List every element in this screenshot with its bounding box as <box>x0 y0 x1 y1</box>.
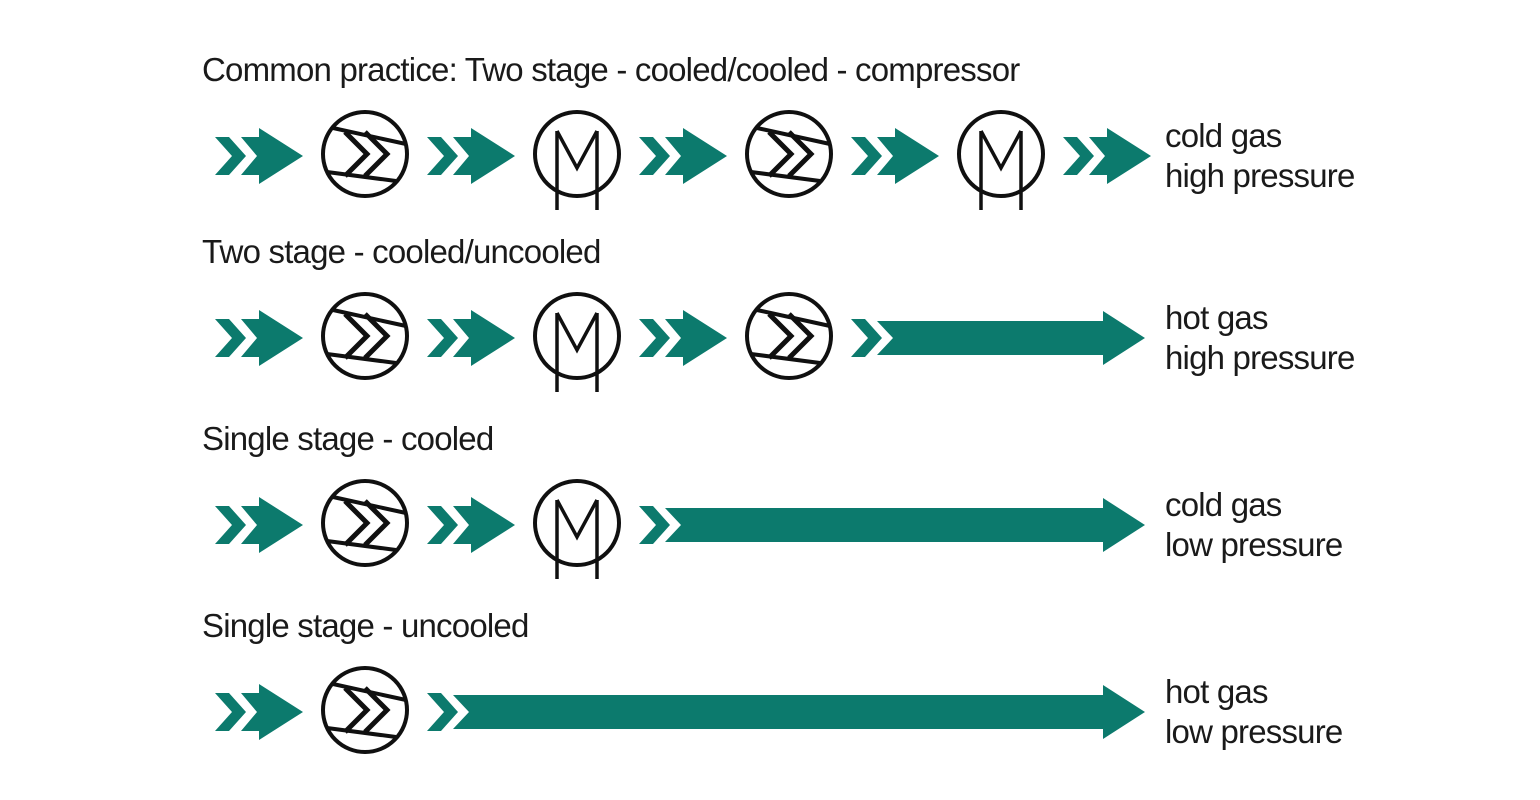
motor-icon <box>533 292 621 398</box>
long-flow-arrow-icon <box>639 495 1145 555</box>
double-chevron-arrow-icon <box>215 495 303 555</box>
row-title: Two stage - cooled/uncooled <box>202 233 601 270</box>
compressor-icon <box>321 479 409 571</box>
compressor-icon <box>321 110 409 202</box>
double-chevron-arrow-icon <box>1063 126 1151 186</box>
motor-icon <box>957 110 1045 216</box>
double-chevron-arrow-icon <box>639 308 727 368</box>
double-chevron-arrow-icon <box>427 308 515 368</box>
compressor-icon <box>321 292 409 384</box>
flow-label-line2: low pressure <box>1165 713 1343 750</box>
row-title: Common practice: Two stage - cooled/cool… <box>202 51 1020 88</box>
long-flow-arrow-icon <box>851 308 1145 368</box>
flow-label-line2: low pressure <box>1165 526 1343 563</box>
flow-label-line1: cold gas <box>1165 117 1282 154</box>
motor-icon <box>533 110 621 216</box>
double-chevron-arrow-icon <box>215 308 303 368</box>
double-chevron-arrow-icon <box>427 126 515 186</box>
double-chevron-arrow-icon <box>427 495 515 555</box>
long-flow-arrow-icon <box>427 682 1145 742</box>
flow-label-line1: hot gas <box>1165 299 1268 336</box>
compressor-icon <box>745 292 833 384</box>
flow-label-line1: hot gas <box>1165 673 1268 710</box>
row-title: Single stage - cooled <box>202 420 494 457</box>
compressor-icon <box>321 666 409 758</box>
double-chevron-arrow-icon <box>215 682 303 742</box>
double-chevron-arrow-icon <box>851 126 939 186</box>
flow-label-line2: high pressure <box>1165 157 1355 194</box>
flow-label-line1: cold gas <box>1165 486 1282 523</box>
compressor-icon <box>745 110 833 202</box>
double-chevron-arrow-icon <box>215 126 303 186</box>
row-title: Single stage - uncooled <box>202 607 529 644</box>
flow-label-line2: high pressure <box>1165 339 1355 376</box>
motor-icon <box>533 479 621 585</box>
double-chevron-arrow-icon <box>639 126 727 186</box>
